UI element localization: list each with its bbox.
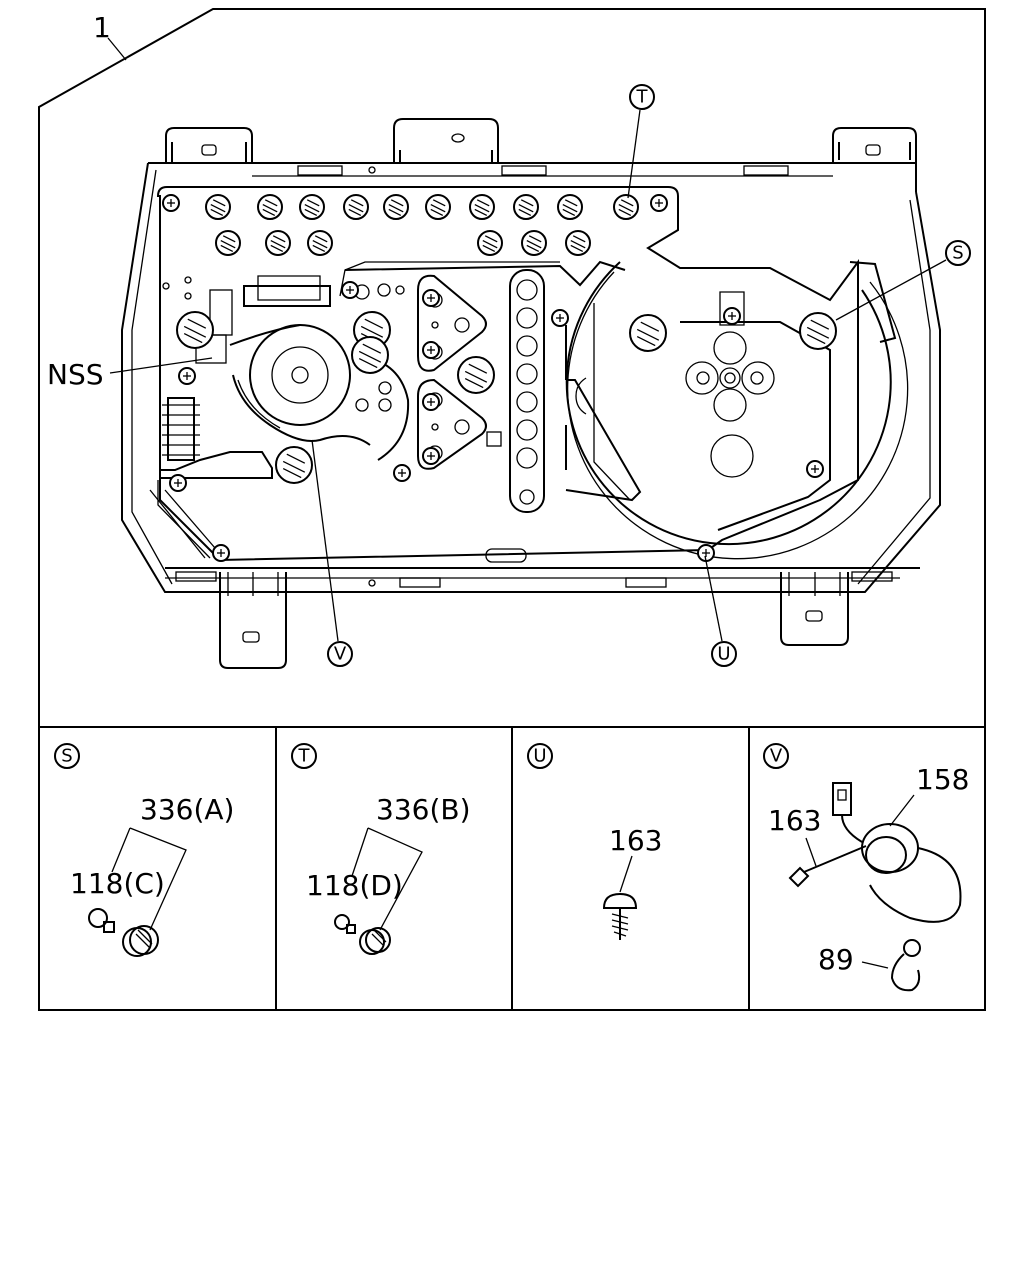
screw <box>723 307 741 325</box>
screw <box>697 544 715 562</box>
main-view-frame <box>38 8 986 728</box>
callout-u-label: U <box>717 644 730 665</box>
bulb-socket <box>307 230 333 256</box>
detail-panel-t: T 336(B) 118(D) <box>291 743 471 955</box>
callout-u: U <box>704 555 737 667</box>
screw <box>422 393 440 411</box>
mounting-screws <box>162 194 824 562</box>
left-gauge <box>162 260 626 461</box>
detail-t-socket-label: 336(B) <box>376 793 471 826</box>
callout-t: T <box>627 84 655 199</box>
screw <box>169 474 187 492</box>
screw <box>178 367 196 385</box>
circuit-board <box>149 186 859 563</box>
bulb-socket <box>477 230 503 256</box>
bulb-socket <box>265 230 291 256</box>
screw <box>212 544 230 562</box>
board-holes <box>162 276 405 300</box>
bulb-socket <box>521 230 547 256</box>
bulb-socket <box>629 314 667 352</box>
screw-163-icon-v <box>788 845 867 888</box>
bulb-socket <box>425 194 451 220</box>
detail-s-socket-label: 336(A) <box>140 793 234 826</box>
bulb-socket <box>343 194 369 220</box>
assembly-ref-leader <box>107 37 127 61</box>
screw <box>806 460 824 478</box>
callout-s: S <box>835 240 971 321</box>
detail-v-clip-label: 89 <box>818 943 854 976</box>
bulb-118d-icon <box>334 914 356 934</box>
detail-t-key: T <box>298 746 311 767</box>
detail-t-bulb-label: 118(D) <box>306 869 403 902</box>
nss-callout: NSS <box>47 357 213 391</box>
bulb-socket <box>275 446 313 484</box>
bulb-socket <box>613 194 639 220</box>
screw <box>341 281 359 299</box>
screw <box>422 447 440 465</box>
detail-v-key: V <box>770 746 783 767</box>
callout-v-label: V <box>334 644 347 665</box>
screw <box>422 341 440 359</box>
nss-label: NSS <box>47 358 104 391</box>
callout-s-label: S <box>952 243 963 264</box>
screw <box>393 464 411 482</box>
screw <box>422 289 440 307</box>
bulb-socket <box>299 194 325 220</box>
detail-panels-frame <box>38 726 986 1011</box>
bulb-sockets-top <box>176 194 837 484</box>
bulb-socket <box>215 230 241 256</box>
detail-s-bulb-label: 118(C) <box>70 867 165 900</box>
detail-u-key: U <box>533 746 546 767</box>
meter-housing <box>121 118 941 669</box>
bulb-socket <box>351 336 389 374</box>
detail-v-buzzer-label: 158 <box>916 763 969 796</box>
socket-336b-icon <box>359 927 391 955</box>
detail-panel-u: U 163 <box>527 743 662 940</box>
screw-163-icon <box>602 892 638 940</box>
bulb-socket <box>557 194 583 220</box>
detail-u-screw-label: 163 <box>609 824 662 857</box>
warning-light-strip <box>509 269 545 513</box>
detail-s-key: S <box>61 746 72 767</box>
callout-t-label: T <box>636 87 649 108</box>
bulb-socket <box>257 194 283 220</box>
screw <box>551 309 569 327</box>
socket-336a-icon <box>122 925 159 957</box>
bulb-118c-icon <box>88 908 115 933</box>
callout-v: V <box>311 439 353 667</box>
clip-89-icon <box>890 939 921 992</box>
screw <box>162 194 180 212</box>
bulb-socket <box>176 311 214 349</box>
detail-panel-s: S 336(A) 118(C) <box>54 743 234 957</box>
bulb-socket <box>383 194 409 220</box>
bulb-socket <box>205 194 231 220</box>
screw <box>650 194 668 212</box>
detail-panel-v: V 158 163 89 <box>763 743 969 992</box>
bulb-socket <box>565 230 591 256</box>
bulb-socket <box>457 356 495 394</box>
bulb-socket <box>513 194 539 220</box>
bulb-socket <box>469 194 495 220</box>
bulb-socket <box>799 312 837 350</box>
detail-v-screw-label: 163 <box>768 804 821 837</box>
large-gauge-ring <box>565 261 909 560</box>
assembly-ref-label: 1 <box>93 11 111 44</box>
